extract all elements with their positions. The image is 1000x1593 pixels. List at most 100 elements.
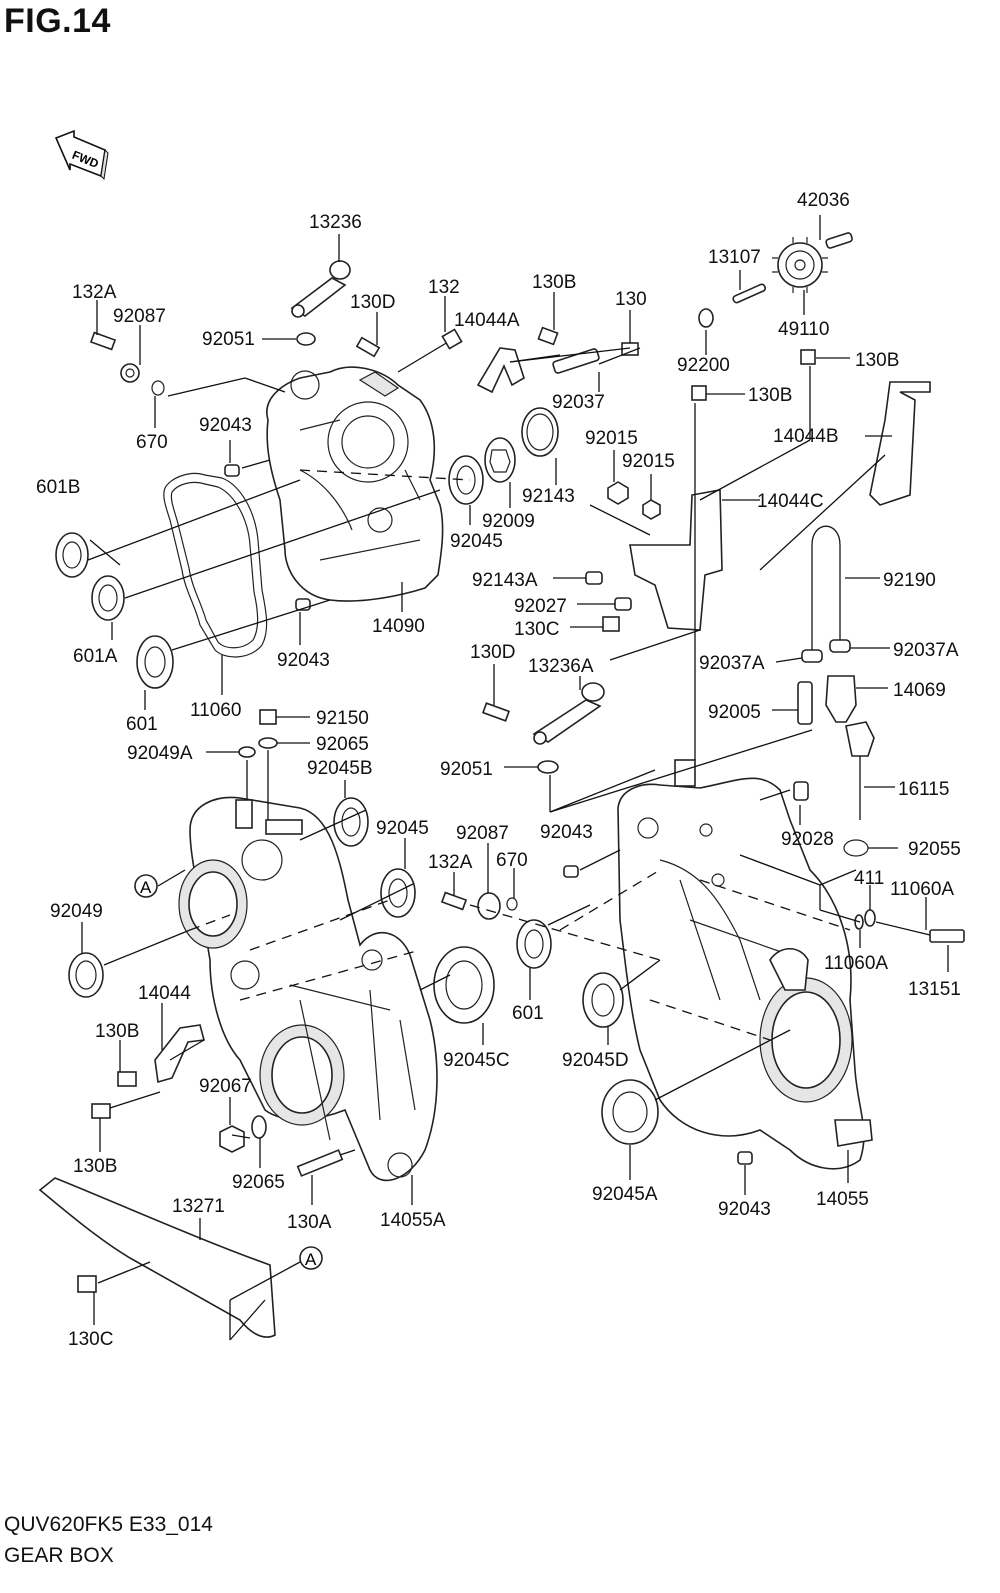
callout-130C: 130C [514, 619, 559, 640]
callout-92015: 92015 [585, 428, 638, 449]
callout-11060A: 11060A [890, 879, 954, 900]
bolt-132A-mid [440, 891, 468, 911]
bearing-92045-top [448, 455, 484, 505]
callout-42036: 42036 [797, 190, 850, 211]
callout-130D: 130D [350, 292, 395, 313]
bolt-92150 [259, 709, 277, 725]
callout-11060A: 11060A [824, 953, 888, 974]
callout-130B: 130B [73, 1156, 117, 1177]
callout-92037A: 92037A [699, 653, 765, 674]
seal-92049 [68, 952, 104, 998]
reference-circle-icon: A [134, 874, 158, 898]
washer-411 [864, 909, 876, 927]
callout-132A: 132A [72, 282, 117, 303]
callout-130B: 130B [95, 1021, 139, 1042]
spacer-92028 [793, 781, 809, 801]
assembly-name: GEAR BOX [4, 1544, 114, 1567]
callout-601A: 601A [73, 646, 118, 667]
dowel-92043-bot [737, 1151, 753, 1165]
callout-92045: 92045 [450, 531, 503, 552]
pin-42036 [825, 232, 853, 249]
callout-16115: 16115 [898, 779, 949, 800]
model-code: QUV620FK5 E33_014 [4, 1513, 213, 1536]
bolt-130B-top [537, 326, 559, 346]
breather-14069 [825, 675, 857, 723]
callout-130C: 130C [68, 1329, 113, 1350]
bearing-92045B [333, 797, 369, 847]
callout-92015: 92015 [622, 451, 675, 472]
callout-92150: 92150 [316, 708, 369, 729]
bolt-130D-mid [481, 702, 511, 722]
callout-labels: 13236 132A 92087 130D 132 130B 130 14044… [36, 190, 961, 1350]
callout-92005: 92005 [708, 702, 761, 723]
washer-92200 [698, 308, 714, 328]
bearing-601A [91, 575, 125, 621]
callout-92043: 92043 [199, 415, 252, 436]
callout-14044A: 14044A [454, 310, 520, 331]
shift-lever-13236 [290, 260, 351, 318]
oring-670-mid [506, 897, 518, 911]
callout-130: 130 [615, 289, 647, 310]
oring-670-top [151, 380, 165, 396]
shaft-13107 [732, 283, 766, 304]
callout-92043: 92043 [718, 1199, 771, 1220]
bolt-130D-top [355, 336, 381, 358]
callout-92087: 92087 [113, 306, 166, 327]
bracket-92087-mid [477, 892, 501, 920]
callout-92043: 92043 [540, 822, 593, 843]
bracket-14044 [154, 1024, 206, 1084]
clamp-92037A-l [801, 649, 823, 663]
dowel-92043-c [563, 865, 579, 878]
callout-13236A: 13236A [528, 656, 594, 677]
callout-670: 670 [136, 432, 168, 453]
nut-92015-a [607, 481, 629, 505]
callout-14044: 14044 [138, 983, 191, 1004]
callout-92027: 92027 [514, 596, 567, 617]
bearing-601B [55, 532, 89, 578]
plug-92067 [219, 1125, 245, 1153]
bolt-130B-r2 [800, 349, 816, 365]
callout-130D: 130D [470, 642, 515, 663]
callout-92045D: 92045D [562, 1050, 629, 1071]
callout-132: 132 [428, 277, 460, 298]
callout-14090: 14090 [372, 616, 425, 637]
bearing-92045-mid [380, 868, 416, 918]
callout-14044B: 14044B [773, 426, 839, 447]
bolt-132A-top [89, 331, 117, 351]
bolt-130A [296, 1149, 344, 1177]
case-14055A [178, 796, 438, 1182]
callout-13107: 13107 [708, 247, 761, 268]
callout-13151: 13151 [908, 979, 961, 1000]
callout-130B: 130B [532, 272, 576, 293]
callout-92051: 92051 [202, 329, 255, 350]
dipstick-16115 [845, 721, 875, 820]
callout-92009: 92009 [482, 511, 535, 532]
svg-text:A: A [140, 878, 152, 897]
callout-92143A: 92143A [472, 570, 538, 591]
callout-92045B: 92045B [307, 758, 373, 779]
callout-601: 601 [126, 714, 158, 735]
callout-13271: 13271 [172, 1196, 225, 1217]
callout-130B: 130B [855, 350, 899, 371]
clamp-92037A-r [829, 639, 851, 653]
callout-92065: 92065 [316, 734, 369, 755]
callout-601B: 601B [36, 477, 80, 498]
spacer-92143A [585, 571, 603, 585]
washer-92051-top [296, 332, 316, 346]
bracket-14044C [629, 489, 723, 631]
washer-92065-top [258, 737, 278, 749]
leader-lines [81, 215, 949, 1341]
dowel-92043-top [224, 464, 240, 477]
callout-92043: 92043 [277, 650, 330, 671]
shift-lever-13236A [532, 682, 605, 745]
gasket-11060 [163, 472, 268, 658]
callout-130B: 130B [748, 385, 792, 406]
callout-49110: 49110 [778, 319, 829, 340]
callout-14055: 14055 [816, 1189, 869, 1210]
bearing-601-mid [516, 919, 552, 969]
gear-49110 [772, 237, 828, 293]
callout-92200: 92200 [677, 355, 730, 376]
callout-92055: 92055 [908, 839, 961, 860]
washer-92065-bot [251, 1115, 267, 1139]
